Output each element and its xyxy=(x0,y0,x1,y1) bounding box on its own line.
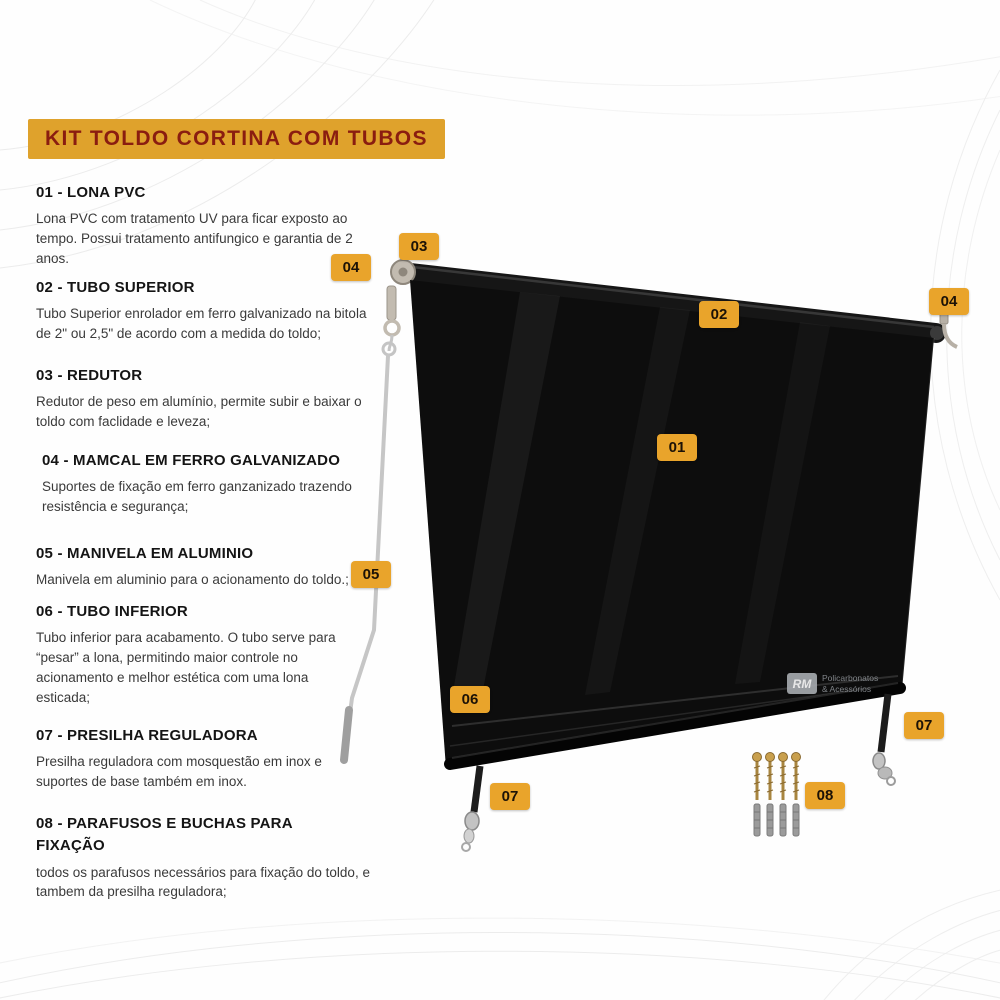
part-item-description: Presilha reguladora com mosquestão em in… xyxy=(36,754,322,789)
part-item-description: Manivela em aluminio para o acionamento … xyxy=(36,572,349,587)
part-item-description: Tubo inferior para acabamento. O tubo se… xyxy=(36,630,336,705)
part-item-heading: 06 - TUBO INFERIOR xyxy=(36,603,188,620)
part-item-06: 06 - TUBO INFERIOR Tubo inferior para ac… xyxy=(36,603,358,708)
part-item-description: todos os parafusos necessários para fixa… xyxy=(36,864,370,900)
part-item-heading: 01 - LONA PVC xyxy=(36,184,146,201)
part-badge-07-right: 07 xyxy=(904,712,944,739)
brand-line1: Policarbonatos xyxy=(822,673,879,683)
part-item-description: Suportes de fixação em ferro ganzanizado… xyxy=(42,479,352,514)
brand-logo: RM xyxy=(787,673,817,695)
part-item-heading: 04 - MAMCAL EM FERRO GALVANIZADO xyxy=(42,452,341,469)
part-item-05: 05 - MANIVELA EM ALUMINIO Manivela em al… xyxy=(36,545,368,590)
part-item-04: 04 - MAMCAL EM FERRO GALVANIZADO Suporte… xyxy=(42,452,374,517)
part-badge-02: 02 xyxy=(699,301,739,328)
part-item-heading: 08 - PARAFUSOS E BUCHAS PARA FIXAÇÃO xyxy=(36,815,293,854)
brand-line2: & Acessórios xyxy=(822,683,872,694)
brand-text: Policarbonatos & Acessórios xyxy=(822,673,878,694)
part-item-01: 01 - LONA PVC Lona PVC com tratamento UV… xyxy=(36,184,368,269)
page-title: KIT TOLDO CORTINA COM TUBOS xyxy=(28,119,445,159)
part-badge-03: 03 xyxy=(399,233,439,260)
part-item-description: Tubo Superior enrolador em ferro galvani… xyxy=(36,306,367,341)
brand-watermark: RM Policarbonatos & Acessórios xyxy=(787,673,878,695)
part-badge-07-left: 07 xyxy=(490,783,530,810)
part-badge-06: 06 xyxy=(450,686,490,713)
part-item-heading: 03 - REDUTOR xyxy=(36,367,143,384)
part-item-heading: 05 - MANIVELA EM ALUMINIO xyxy=(36,545,254,562)
part-badge-01: 01 xyxy=(657,434,697,461)
part-item-description: Lona PVC com tratamento UV para ficar ex… xyxy=(36,211,353,266)
part-badge-08: 08 xyxy=(805,782,845,809)
part-item-07: 07 - PRESILHA REGULADORA Presilha regula… xyxy=(36,727,368,792)
part-badge-04-left: 04 xyxy=(331,254,371,281)
part-item-08: 08 - PARAFUSOS E BUCHAS PARA FIXAÇÃO tod… xyxy=(36,813,376,902)
part-item-03: 03 - REDUTOR Redutor de peso em alumínio… xyxy=(36,367,368,432)
part-item-heading: 07 - PRESILHA REGULADORA xyxy=(36,727,258,744)
part-badge-04-right: 04 xyxy=(929,288,969,315)
part-item-description: Redutor de peso em alumínio, permite sub… xyxy=(36,394,362,429)
part-item-heading: 02 - TUBO SUPERIOR xyxy=(36,279,195,296)
part-item-02: 02 - TUBO SUPERIOR Tubo Superior enrolad… xyxy=(36,279,368,344)
part-badge-05: 05 xyxy=(351,561,391,588)
